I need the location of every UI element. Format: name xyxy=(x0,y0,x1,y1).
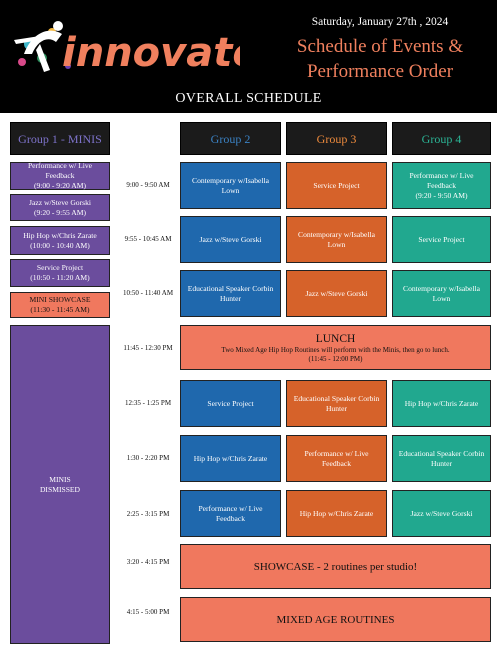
mini-slot-label: Jazz w/Steve Gorski xyxy=(29,197,91,207)
row-2-group-4: Service Project xyxy=(392,216,491,263)
innovate-logo: innovate xyxy=(10,14,259,84)
row-1-group-2: Contemporary w/Isabella Lown xyxy=(180,162,281,209)
dancer-logo-icon: innovate xyxy=(14,21,259,76)
row-6-group-4: Jazz w/Steve Gorski xyxy=(392,490,491,537)
row-6-group-3: Hip Hop w/Chris Zarate xyxy=(286,490,387,537)
group-3-header: Group 3 xyxy=(286,122,387,155)
time-slot-3: 10:50 - 11:40 AM xyxy=(122,289,174,297)
event-date: Saturday, January 27th , 2024 xyxy=(311,16,449,28)
row-1-group-4-label: Performance w/ Live Feedback xyxy=(409,170,474,190)
mini-slot-label: Service Project xyxy=(36,263,84,272)
mini-slot-time: (9:00 - 9:20 AM) xyxy=(33,181,87,190)
mini-slot-2: Jazz w/Steve Gorski (9:20 - 9:55 AM) xyxy=(10,194,110,221)
time-slot-9: 4:15 - 5:00 PM xyxy=(126,608,170,616)
mini-slot-time: (10:00 - 10:40 AM) xyxy=(30,240,90,250)
header: innovate Saturday, January 27th , 2024 S… xyxy=(0,0,497,113)
row-5-group-2: Hip Hop w/Chris Zarate xyxy=(180,435,281,482)
mini-slot-3: Hip Hop w/Chris Zarate (10:00 - 10:40 AM… xyxy=(10,226,110,255)
time-slot-1: 9:00 - 9:50 AM xyxy=(126,181,170,189)
mini-showcase: MINI SHOWCASE (11:30 - 11:45 AM) xyxy=(10,292,110,318)
mini-slot-label: Hip Hop w/Chris Zarate xyxy=(23,230,97,240)
lunch-note-time: (11:45 - 12:00 PM) xyxy=(308,354,363,363)
minis-dismissed-line-1: MINIS xyxy=(49,474,71,484)
row-1-group-3: Service Project xyxy=(286,162,387,209)
minis-dismissed: MINIS DISMISSED xyxy=(10,325,110,644)
row-3-group-4: Contemporary w/Isabella Lown xyxy=(392,270,491,317)
row-4-group-4: Hip Hop w/Chris Zarate xyxy=(392,380,491,427)
group-1-header: Group 1 - MINIS xyxy=(10,122,110,155)
mini-slot-label: Performance w/ Live Feedback xyxy=(27,161,93,180)
mini-slot-time: (9:20 - 9:55 AM) xyxy=(33,207,87,217)
row-3-group-3: Jazz w/Steve Gorski xyxy=(286,270,387,317)
time-slot-4: 11:45 - 12:30 PM xyxy=(123,344,173,352)
lunch-note: Two Mixed Age Hip Hop Routines will perf… xyxy=(221,345,450,354)
mini-showcase-label: MINI SHOWCASE xyxy=(29,295,91,304)
time-slot-5: 12:35 - 1:25 PM xyxy=(124,399,172,407)
row-1-group-4: Performance w/ Live Feedback (9:20 - 9:5… xyxy=(392,162,491,209)
mini-slot-time: (10:50 - 11:20 AM) xyxy=(30,273,90,282)
row-2-group-2: Jazz w/Steve Gorski xyxy=(180,216,281,263)
mini-slot-1: Performance w/ Live Feedback (9:00 - 9:2… xyxy=(10,161,110,190)
title-line-2: Performance Order xyxy=(306,61,454,82)
mini-slot-4: Service Project (10:50 - 11:20 AM) xyxy=(10,259,110,287)
row-1-group-4-time: (9:20 - 9:50 AM) xyxy=(415,190,468,200)
time-slot-8: 3:20 - 4:15 PM xyxy=(126,558,170,566)
mixed-age-block: MIXED AGE ROUTINES xyxy=(180,597,491,642)
row-5-group-3: Performance w/ Live Feedback xyxy=(286,435,387,482)
row-4-group-2: Service Project xyxy=(180,380,281,427)
time-slot-6: 1:30 - 2:20 PM xyxy=(126,454,170,462)
page-title: Schedule of Events & Performance Order xyxy=(270,34,490,84)
row-3-group-2: Educational Speaker Corbin Hunter xyxy=(180,270,281,317)
group-4-header: Group 4 xyxy=(392,122,491,155)
row-2-group-3: Contemporary w/Isabella Lown xyxy=(286,216,387,263)
title-line-1: Schedule of Events & xyxy=(296,36,464,57)
row-6-group-2: Performance w/ Live Feedback xyxy=(180,490,281,537)
minis-dismissed-line-2: DISMISSED xyxy=(39,484,81,494)
group-2-header: Group 2 xyxy=(180,122,281,155)
row-5-group-4: Educational Speaker Corbin Hunter xyxy=(392,435,491,482)
svg-text:innovate: innovate xyxy=(62,30,240,76)
time-slot-7: 2:25 - 3:15 PM xyxy=(126,510,170,518)
lunch-block: LUNCH Two Mixed Age Hip Hop Routines wil… xyxy=(180,325,491,370)
section-title: OVERALL SCHEDULE xyxy=(175,91,322,106)
time-slot-2: 9:55 - 10:45 AM xyxy=(124,235,172,243)
lunch-title: LUNCH xyxy=(315,332,356,345)
showcase-block: SHOWCASE - 2 routines per studio! xyxy=(180,544,491,589)
row-4-group-3: Educational Speaker Corbin Hunter xyxy=(286,380,387,427)
mini-showcase-time: (11:30 - 11:45 AM) xyxy=(30,305,90,314)
